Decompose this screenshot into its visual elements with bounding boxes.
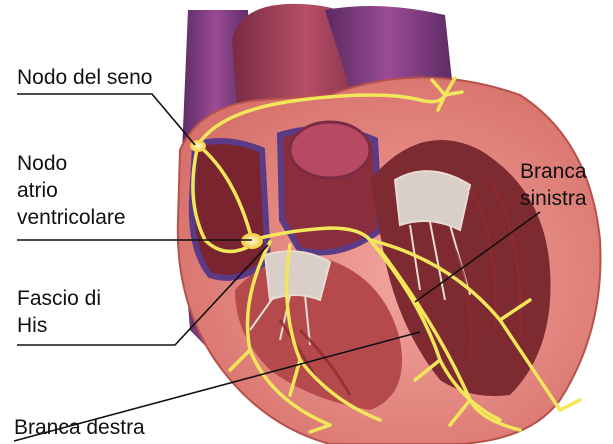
av-node xyxy=(241,233,263,249)
leader-nodo-del-seno xyxy=(17,94,195,145)
label-nodo-del-seno: Nodo del seno xyxy=(17,64,152,91)
label-branca-sinistra: Branca sinistra xyxy=(520,158,587,212)
label-fascio-line1: Fascio di xyxy=(17,285,101,312)
label-branca-sinistra-line2: sinistra xyxy=(520,185,587,212)
label-nodo-atrio-ventricolare: Nodo atrio ventricolare xyxy=(17,150,126,231)
label-fascio-line2: His xyxy=(17,312,101,339)
label-fascio-di-his: Fascio di His xyxy=(17,285,101,339)
label-nodo-av-line1: Nodo xyxy=(17,150,126,177)
label-nodo-av-line3: ventricolare xyxy=(17,204,126,231)
aortic-valve xyxy=(290,122,370,178)
label-branca-destra: Branca destra xyxy=(14,414,145,441)
label-nodo-av-line2: atrio xyxy=(17,177,126,204)
label-branca-sinistra-line1: Branca xyxy=(520,158,587,185)
